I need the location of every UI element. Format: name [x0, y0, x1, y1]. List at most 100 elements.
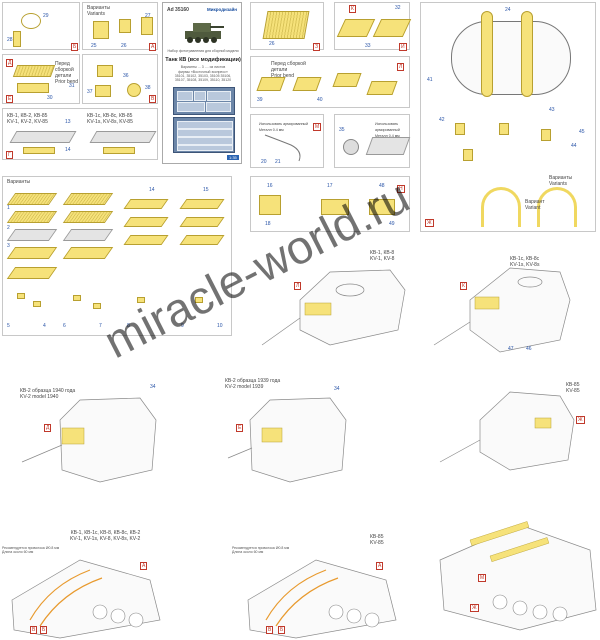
- step-letter-e: Е: [6, 95, 14, 103]
- part-number-47: 47: [508, 346, 514, 352]
- part-number-33: 33: [365, 43, 371, 49]
- part-number-9: 9: [181, 323, 184, 329]
- wire-illustration: [264, 134, 301, 162]
- variant-note: Вариант Variant: [525, 199, 545, 211]
- step-letter-v: В: [149, 95, 157, 103]
- part-number-14b: 14: [149, 187, 155, 193]
- step-letter-b3: Б: [40, 626, 48, 634]
- part-small: [33, 301, 41, 307]
- part-number-7: 7: [99, 323, 102, 329]
- part-number-8: 8: [127, 323, 130, 329]
- part-number-44: 44: [571, 143, 577, 149]
- brand-logo: Микродизайн: [207, 7, 237, 12]
- variants-big-label: Варианты: [7, 179, 31, 185]
- part-number-37: 37: [87, 89, 93, 95]
- part-latch: [455, 123, 465, 135]
- kv-labels-2: КВ-1с, КВ-8с, КВ-85 KV-1s, KV-8s, KV-85: [87, 113, 133, 125]
- part-number-26: 26: [121, 43, 127, 49]
- turret-label-kv1: КВ-1, КВ-8 KV-1, KV-8: [370, 250, 395, 262]
- step-letter-k: К: [349, 5, 356, 13]
- panel-step-n: 16 17 48 Н 18 49: [250, 176, 410, 232]
- part-number-6: 6: [63, 323, 66, 329]
- part-small: [137, 297, 145, 303]
- step-letter-z: З: [313, 43, 321, 51]
- variants-label: Варианты Variants: [87, 5, 111, 17]
- panel-step-v: 36 37 38 В: [82, 54, 158, 104]
- part-number-43: 43: [549, 107, 555, 113]
- part-small: [93, 303, 101, 309]
- step-letter-a: А: [149, 43, 157, 51]
- kv-labels-1: КВ-1, КВ-2, КВ-85 KV-1, KV-2, KV-85: [7, 113, 48, 125]
- panel-variants-top: Варианты Variants 25 26 27 А: [82, 2, 158, 51]
- strap-variant-1: [481, 187, 521, 227]
- panel-step-m2: Использовать армированный Металл 0.4 мм …: [334, 114, 411, 168]
- wire-label-1: Использовать армированный Металл 0.4 мм: [259, 122, 309, 132]
- turret-label-kv2-1940: КВ-2 образца 1940 года KV-2 model 1940: [20, 388, 76, 400]
- step-letter-zh: Ж: [425, 219, 434, 227]
- step-letter-i: И: [399, 43, 407, 51]
- part-number-45: 45: [579, 129, 585, 135]
- step-letter-m2: М: [478, 574, 487, 582]
- prior-bend-label: Перед сборкой детали Prior bend: [55, 61, 79, 85]
- part-number-38: 38: [145, 85, 151, 91]
- kit-variants-note: Варианты ... 3 .... из листов: [180, 65, 226, 69]
- variants-right-label: Варианты Variants: [549, 175, 573, 187]
- panel-step-z: 26 З: [250, 2, 324, 51]
- part-number-4: 4: [43, 323, 46, 329]
- fuel-cap-part: [343, 139, 359, 155]
- wire-label-2: Использовать армированный Металл 0.4 мм: [375, 122, 400, 138]
- part-latch: [499, 123, 509, 135]
- step-letter-b: Б: [71, 43, 79, 51]
- part-small: [17, 293, 25, 299]
- step-letter-v3: В: [266, 626, 274, 634]
- part-ring: [21, 13, 41, 29]
- step-letter-b2: В: [30, 626, 38, 634]
- hull-note-mid: Рекомендуется проволока Ø0.8 мм Длина ок…: [232, 546, 290, 554]
- step-letter-zh2: Ж: [576, 416, 585, 424]
- part-number-15: 15: [203, 187, 209, 193]
- kit-subtitle: Набор фототравления для сборной модели: [167, 49, 239, 53]
- part-number-24: 24: [505, 7, 511, 13]
- fret-sheet-1: [173, 87, 235, 115]
- part-ring: [127, 83, 141, 97]
- part-small: [73, 295, 81, 301]
- part-number-48: 48: [379, 183, 385, 189]
- part-bracket: [259, 195, 281, 215]
- part-number-27: 27: [145, 13, 151, 19]
- panel-step-k: К 32 33 И: [334, 2, 412, 51]
- part-number-16: 16: [267, 183, 273, 189]
- step-letter-l2: Л: [294, 282, 302, 290]
- kit-title: Танк КВ (все модификации): [165, 57, 241, 63]
- part-strip: [23, 147, 55, 154]
- hull-label-left: КВ-1, КВ-1с, КВ-8, КВ-8с, КВ-2 KV-1, KV-…: [70, 530, 141, 542]
- part-strip: [13, 31, 21, 47]
- part-number-49: 49: [389, 221, 395, 227]
- prior-bend-label-2: Перед сборкой детали Prior bend: [271, 61, 306, 79]
- part-bracket: [321, 199, 349, 215]
- step-letter-n: Н: [397, 185, 405, 193]
- part-number-40: 40: [317, 97, 323, 103]
- panel-step-l: Перед сборкой детали Prior bend Л 39 40: [250, 56, 410, 108]
- part-strip: [103, 147, 135, 154]
- part-number-13: 13: [65, 119, 71, 125]
- part-number-17: 17: [327, 183, 333, 189]
- tank-illustration: [181, 17, 225, 45]
- step-letter-d: Д: [6, 59, 14, 67]
- part-number-34b: 34: [334, 386, 340, 392]
- step-letter-d2: Д: [44, 424, 52, 432]
- strap-variant-2: [537, 187, 577, 227]
- step-letter-g: Г: [6, 151, 13, 159]
- panel-step-b: 28 29 Б: [2, 2, 80, 51]
- kit-number: Ad 35160: [167, 7, 189, 13]
- panel-variants-big: Варианты 1 2 3 5 4 6 7 14 8 15 9 10: [2, 176, 232, 336]
- part-number-3: 3: [7, 243, 10, 249]
- fret-sheet-2: [173, 117, 235, 153]
- part-number-10: 10: [217, 323, 223, 329]
- part-number-25: 25: [91, 43, 97, 49]
- part-bracket: [93, 21, 109, 39]
- part-number-18: 18: [265, 221, 271, 227]
- step-letter-a3: А: [376, 562, 384, 570]
- part-number-5: 5: [7, 323, 10, 329]
- part-number-35: 35: [339, 127, 345, 133]
